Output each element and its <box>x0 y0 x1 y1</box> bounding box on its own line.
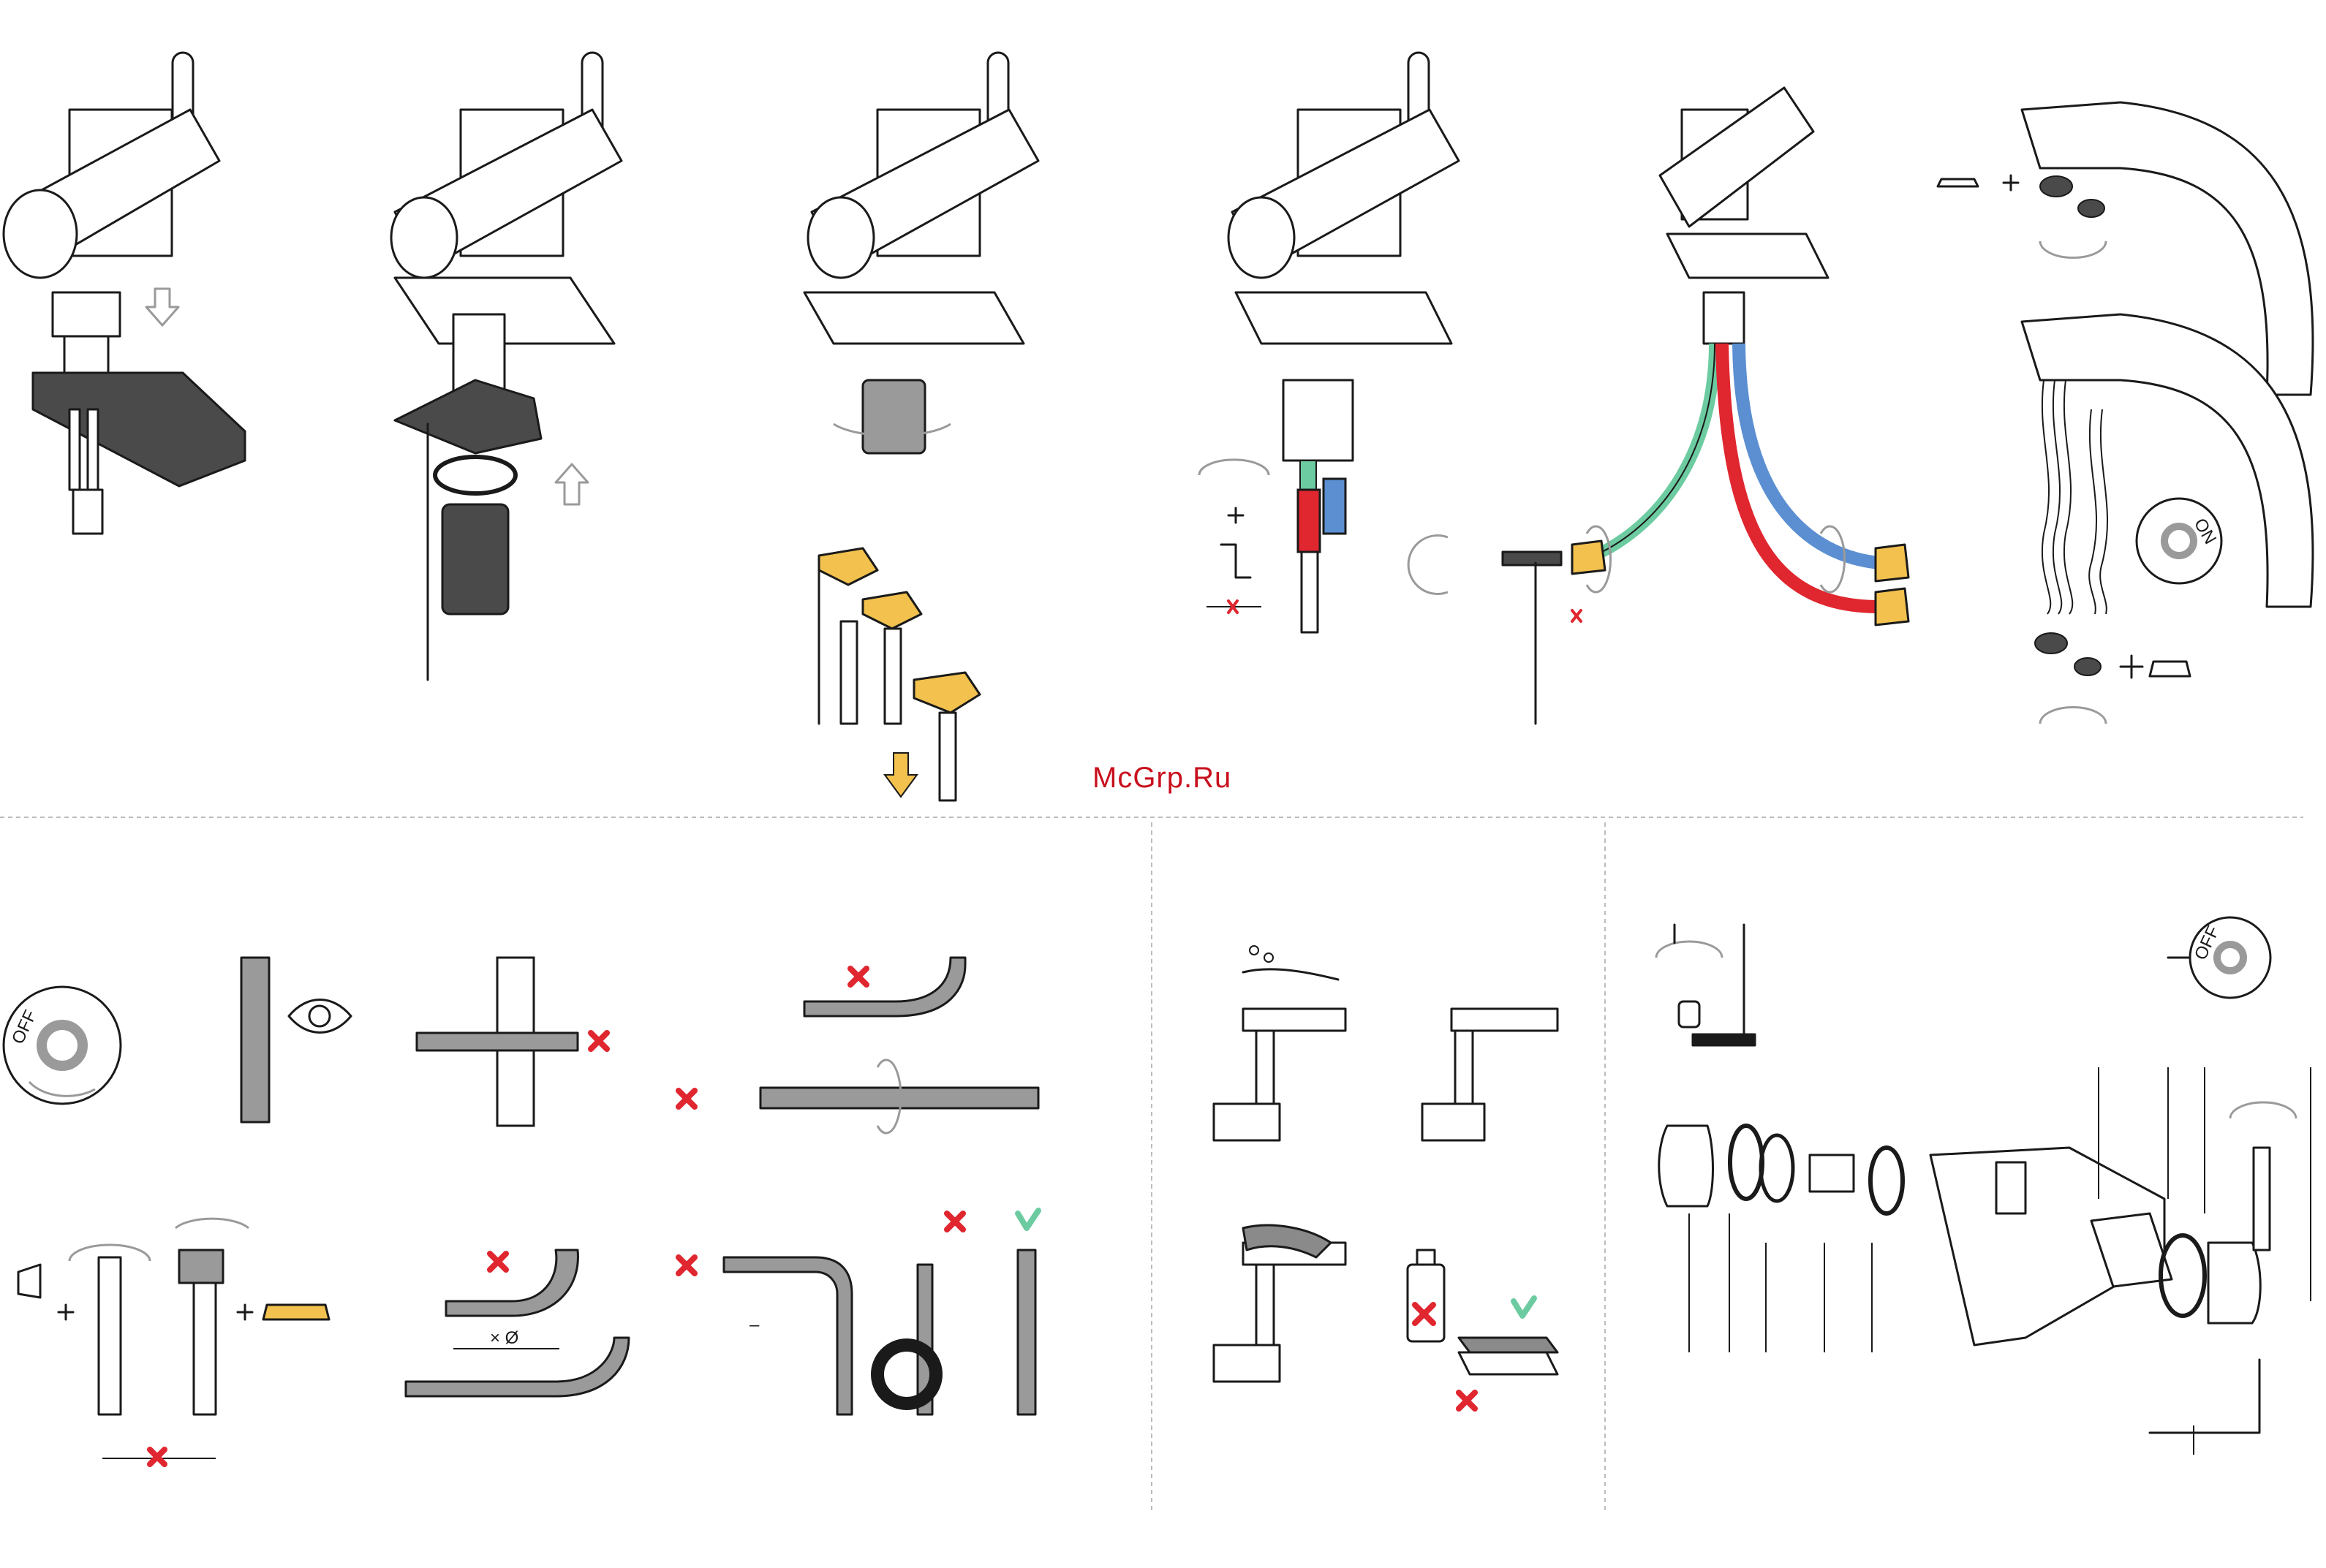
sponge <box>1459 1298 1557 1409</box>
yellow-nut-1 <box>819 548 877 585</box>
hose-min-bend-radius: × Ø <box>406 1250 629 1396</box>
on-dial: ON <box>2137 499 2221 583</box>
step-1-faucet-base <box>4 53 245 534</box>
off-dial: OFF <box>2190 917 2270 998</box>
hose-kink-rules: – <box>679 1211 1038 1414</box>
no-wrench-icon <box>1207 601 1261 613</box>
off-dial: OFF <box>4 987 121 1104</box>
step-2-mounting-washer <box>391 53 622 680</box>
step-5-hose-routing <box>1408 88 1908 724</box>
cleaning-section <box>1214 946 1557 1409</box>
step-6-spout-and-aerator: ON <box>1938 102 2313 724</box>
hose-bend-rules <box>679 958 1038 1133</box>
step-4-connect-hoses <box>1199 53 1459 632</box>
no-wrench-icon <box>102 1450 216 1464</box>
yellow-nut-3 <box>914 673 980 713</box>
watermark-text: McGrp.Ru <box>1092 762 1231 795</box>
water-flow-lines <box>2042 380 2107 614</box>
cartridge-exploded-view: OFF <box>1656 917 2311 1455</box>
svg-text:× Ø: × Ø <box>490 1328 518 1348</box>
step-3-tighten-nut <box>804 53 1038 800</box>
svg-text:–: – <box>749 1315 760 1335</box>
tighten-hose-by-hand <box>18 1219 329 1464</box>
hose-through-wall-wrong <box>417 958 607 1126</box>
soap-bottle <box>1408 1250 1444 1341</box>
inspect-hose <box>241 958 351 1122</box>
yellow-down-arrow <box>885 753 917 797</box>
yellow-nut-2 <box>863 592 921 629</box>
